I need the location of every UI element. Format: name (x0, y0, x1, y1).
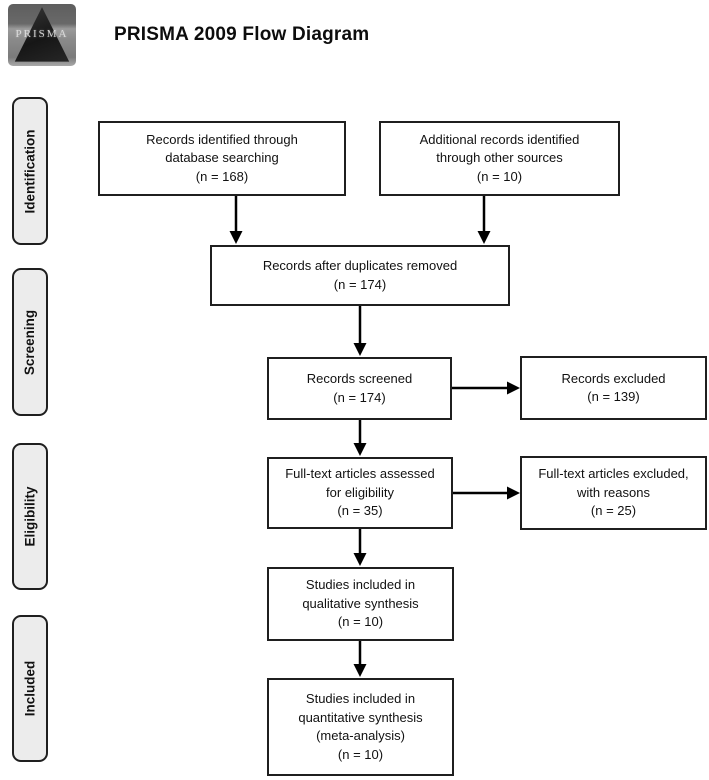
stage-label-eligibility: Eligibility (12, 443, 48, 590)
stage-label-text: Identification (22, 129, 38, 213)
box-records-identified: Records identified through database sear… (98, 121, 346, 196)
arrow-fulltext-to-qualitative (353, 529, 367, 566)
stage-label-identification: Identification (12, 97, 48, 245)
arrow-fulltext-to-fulltext-excluded (453, 486, 520, 500)
stage-label-text: Screening (22, 309, 38, 375)
stage-label-text: Included (22, 660, 38, 717)
page-title: PRISMA 2009 Flow Diagram (114, 24, 370, 45)
stage-label-text: Eligibility (22, 486, 38, 547)
arrow-additional-to-deduplicated (477, 196, 491, 244)
box-fulltext-assessed: Full-text articles assessed for eligibil… (267, 457, 453, 529)
prisma-logo-text: PRISMA (15, 28, 69, 40)
box-quantitative-synthesis: Studies included in quantitative synthes… (267, 678, 454, 776)
arrow-screened-to-fulltext (353, 420, 367, 456)
box-records-screened: Records screened (n = 174) (267, 357, 452, 420)
box-qualitative-synthesis: Studies included in qualitative synthesi… (267, 567, 454, 641)
box-additional-records: Additional records identified through ot… (379, 121, 620, 196)
stage-label-included: Included (12, 615, 48, 762)
arrow-deduplicated-to-screened (353, 306, 367, 356)
arrow-identified-to-deduplicated (229, 196, 243, 244)
box-records-excluded: Records excluded (n = 139) (520, 356, 707, 420)
stage-label-screening: Screening (12, 268, 48, 416)
prisma-logo: PRISMA (8, 4, 76, 66)
box-records-after-duplicates-removed: Records after duplicates removed (n = 17… (210, 245, 510, 306)
arrow-qualitative-to-quantitative (353, 641, 367, 677)
arrow-screened-to-excluded (452, 381, 520, 395)
box-fulltext-excluded: Full-text articles excluded, with reason… (520, 456, 707, 530)
